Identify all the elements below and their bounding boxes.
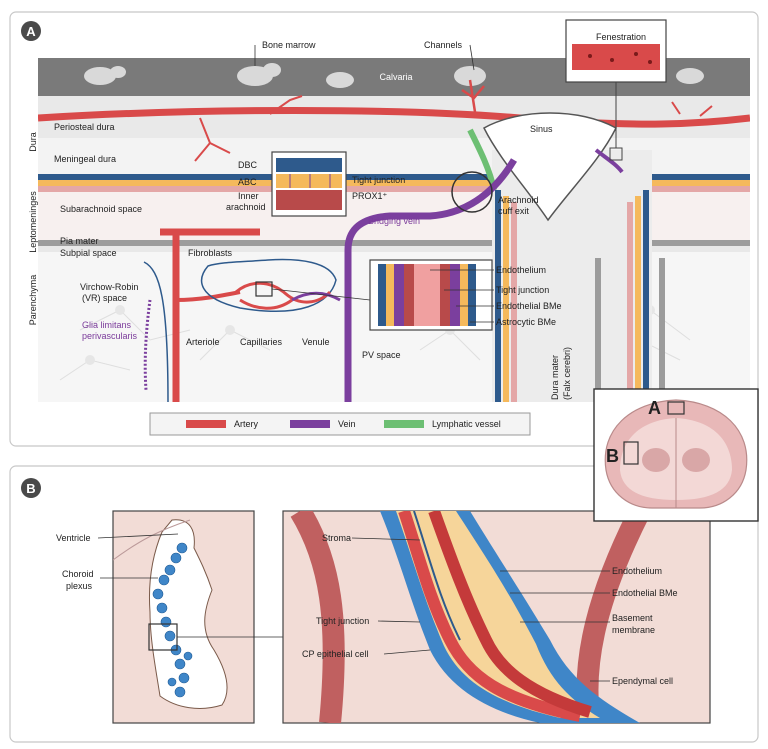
tight-junction-label: Tight junction <box>352 175 405 185</box>
pv-space-label: PV space <box>362 350 401 360</box>
choroid-label-2: plexus <box>66 581 93 591</box>
periosteal-dura-label: Periosteal dura <box>54 122 115 132</box>
endothelium-label-a: Endothelium <box>496 265 546 275</box>
meningeal-dura-label: Meningeal dura <box>54 154 116 164</box>
capillary-bed <box>235 281 341 310</box>
cp-epithelial-label: CP epithelial cell <box>302 649 368 659</box>
capillary-wall-inset <box>369 259 493 331</box>
brain-inset-label-b: B <box>606 446 619 466</box>
subarachnoid-space-label: Subarachnoid space <box>60 204 142 214</box>
brain-inset-label-a: A <box>648 398 661 418</box>
fenestration-label: Fenestration <box>596 32 646 42</box>
cp-endothelial-bme-label: Endothelial BMe <box>612 588 678 598</box>
leptomeninges-side-label: Leptomeninges <box>28 191 38 253</box>
legend-vein-label: Vein <box>338 419 356 429</box>
parenchyma-side-label: Parenchyma <box>28 275 38 326</box>
astrocytic-bme-label-a: Astrocytic BMe <box>496 317 556 327</box>
vr-space-label-1: Virchow-Robin <box>80 282 138 292</box>
panel-a-badge <box>21 21 41 41</box>
dura-mater-label-2: (Falx cerebri) <box>562 347 572 400</box>
ependymal-cell-label: Ependymal cell <box>612 676 673 686</box>
meninges-inset <box>271 151 347 217</box>
brain-inset-box-b <box>623 441 639 465</box>
subpial-space <box>38 246 750 252</box>
stroma-label: Stroma <box>322 533 351 543</box>
arteriole-label: Arteriole <box>186 337 220 347</box>
basement-membrane-label-1: Basement <box>612 613 653 623</box>
subpial-space-label: Subpial space <box>60 248 117 258</box>
arachnoid-cuff-label-1: Arachnoid <box>498 195 539 205</box>
pia-mater-label: Pia mater <box>60 236 99 246</box>
cp-endothelium-label: Endothelium <box>612 566 662 576</box>
panel-b-badge <box>21 478 41 498</box>
ventricle-illustration <box>113 519 228 709</box>
endothelial-bme-label-a: Endothelial BMe <box>496 301 562 311</box>
prox1-label: PROX1⁺ <box>352 191 388 201</box>
ventricle-label: Ventricle <box>56 533 91 543</box>
dura-side-label: Dura <box>28 132 38 152</box>
falx-bg <box>492 150 652 402</box>
glia-label-1: Glia limitans <box>82 320 132 330</box>
choroid-label-1: Choroid <box>62 569 94 579</box>
legend-lymphatic-label: Lymphatic vessel <box>432 419 501 429</box>
venule-label: Venule <box>302 337 330 347</box>
dbc-label: DBC <box>238 160 258 170</box>
dbc-layer <box>38 174 750 180</box>
dural-artery <box>38 107 750 128</box>
arachnoid-cuff-label-2: cuff exit <box>498 206 529 216</box>
panel-a-letter: A <box>26 24 36 39</box>
abc-layer <box>38 180 750 186</box>
legend: Artery Vein Lymphatic vessel <box>149 412 531 436</box>
vr-space-outline <box>200 258 337 312</box>
sinus-label: Sinus <box>530 124 553 134</box>
inner-arachnoid-layer <box>38 186 750 192</box>
basement-membrane-label-2: membrane <box>612 625 655 635</box>
panel-b-letter: B <box>26 481 35 496</box>
glia-limitans <box>143 299 152 391</box>
sinus-shape <box>483 112 617 222</box>
inner-arachnoid-label-2: arachnoid <box>226 202 266 212</box>
brain-inset <box>593 388 759 522</box>
legend-lymphatic-swatch <box>384 420 424 428</box>
legend-vein-swatch <box>290 420 330 428</box>
fibroblasts-label: Fibroblasts <box>188 248 233 258</box>
tight-junction-label-a: Tight junction <box>496 285 549 295</box>
periosteal-dura <box>38 96 750 138</box>
abc-label: ABC <box>238 177 257 187</box>
fenestration-inset: Fenestration <box>565 19 667 161</box>
cp-detail-illustration <box>290 511 650 723</box>
inner-arachnoid-label-1: Inner <box>238 191 259 201</box>
cp-tight-junction-label: Tight junction <box>316 616 369 626</box>
falx-layers <box>495 190 665 402</box>
bone-marrow-label: Bone marrow <box>262 40 316 50</box>
bridging-vein-label: Bridging vein <box>368 216 420 226</box>
pia-mater-layer <box>38 240 750 246</box>
bone-marrow-blobs <box>84 63 704 88</box>
dura-mater-label-1: Dura mater <box>550 355 560 400</box>
legend-artery-label: Artery <box>234 419 259 429</box>
calvaria-label: Calvaria <box>379 72 412 82</box>
capillaries-label: Capillaries <box>240 337 283 347</box>
bridging-vein <box>344 158 518 402</box>
arachnoid-cuff-circle <box>451 171 493 213</box>
legend-artery-swatch <box>186 420 226 428</box>
brain-inset-box-a <box>667 401 685 415</box>
choroid-plexus-clusters <box>152 542 193 698</box>
glia-label-2: perivascularis <box>82 331 138 341</box>
vr-space-label-2: (VR) space <box>82 293 127 303</box>
channels-label: Channels <box>424 40 463 50</box>
